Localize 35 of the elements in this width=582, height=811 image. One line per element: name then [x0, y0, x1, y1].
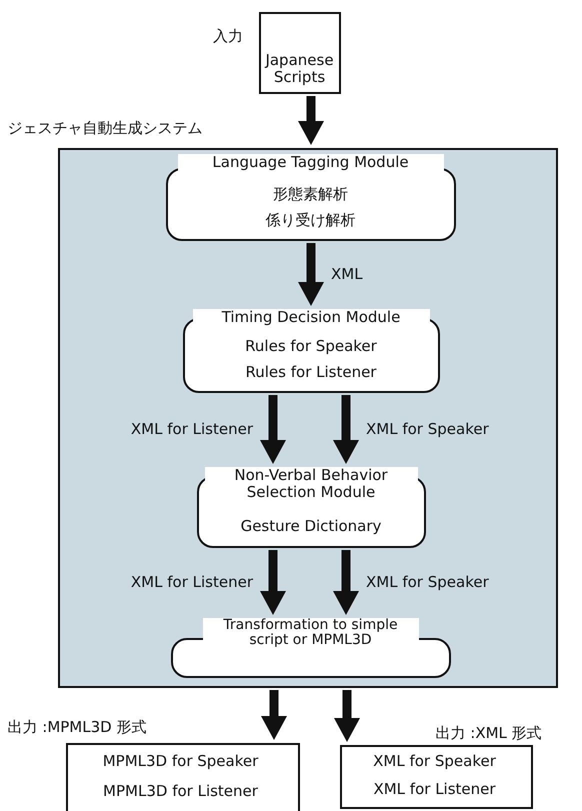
arrow — [334, 690, 360, 742]
edge-label: XML for Speaker — [366, 420, 489, 438]
label: 形態素解析 — [272, 186, 349, 202]
label: XML for Listener — [372, 780, 497, 798]
label: Japanese Scripts — [264, 52, 335, 86]
label: Rules for Speaker — [244, 338, 378, 354]
heading: 出力 :XML 形式 — [436, 724, 543, 742]
arrow — [298, 96, 324, 145]
label: XML for Speaker — [372, 752, 497, 770]
edge-label: XML for Listener — [130, 574, 253, 590]
module-box — [166, 154, 456, 240]
module-box — [196, 466, 426, 548]
arrow — [261, 690, 287, 740]
label: 係り受け解析 — [264, 212, 356, 228]
edge-label: XML for Listener — [130, 420, 253, 438]
heading: Language Tagging Module — [178, 154, 444, 170]
label: Gesture Dictionary — [240, 518, 382, 534]
arrow — [260, 395, 286, 464]
heading: Non-Verbal Behavior Selection Module — [204, 466, 418, 500]
label: MPML3D for Speaker — [102, 752, 260, 770]
label: MPML3D for Listener — [102, 782, 259, 800]
heading: ジェスチャ自動生成システム — [8, 120, 204, 136]
heading: 出力 :MPML3D 形式 — [8, 718, 148, 736]
label: Rules for Listener — [244, 364, 378, 380]
heading: Timing Decision Module — [192, 308, 430, 326]
edge-label: XML — [331, 266, 363, 282]
arrow — [333, 550, 359, 615]
module-box — [170, 618, 450, 678]
heading: Transformation to simple script or MPML3D — [202, 618, 418, 648]
side-label: 入力 — [213, 28, 243, 45]
arrow — [260, 550, 286, 615]
arrow — [333, 395, 359, 464]
module-box — [182, 308, 440, 392]
arrow — [298, 243, 324, 306]
edge-label: XML for Speaker — [366, 574, 489, 590]
